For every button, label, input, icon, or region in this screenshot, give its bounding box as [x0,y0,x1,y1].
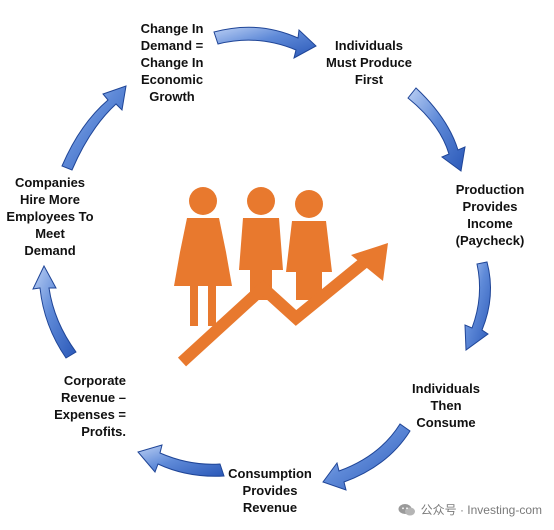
arrow-lower-right [322,423,411,491]
cycle-step-individuals-consume: Individuals Then Consume [412,381,480,430]
wechat-icon [398,503,415,515]
arrow-top [213,26,317,59]
watermark-text: 公众号 · Investing-com [420,503,542,517]
cycle-step-individuals-produce: Individuals Must Produce First [326,38,412,87]
watermark: 公众号 · Investing-com [398,501,542,518]
cycle-step-corporate-profits: Corporate Revenue – Expenses = Profits. [54,373,126,439]
cycle-arrows [32,26,491,491]
arrow-lower-left [32,264,77,359]
arrow-bottom [137,444,225,477]
arrow-upper-right [407,87,466,172]
cycle-step-production-income: Production Provides Income (Paycheck) [455,182,525,248]
cycle-step-companies-hire: Companies Hire More Employees To Meet De… [6,175,94,258]
cycle-step-change-in-demand: Change In Demand = Change In Economic Gr… [140,21,204,104]
arrow-upper-left [61,85,127,171]
arrow-right [464,261,491,351]
cycle-step-consumption-revenue: Consumption Provides Revenue [228,466,312,515]
people-with-rising-arrow-icon [174,187,388,367]
